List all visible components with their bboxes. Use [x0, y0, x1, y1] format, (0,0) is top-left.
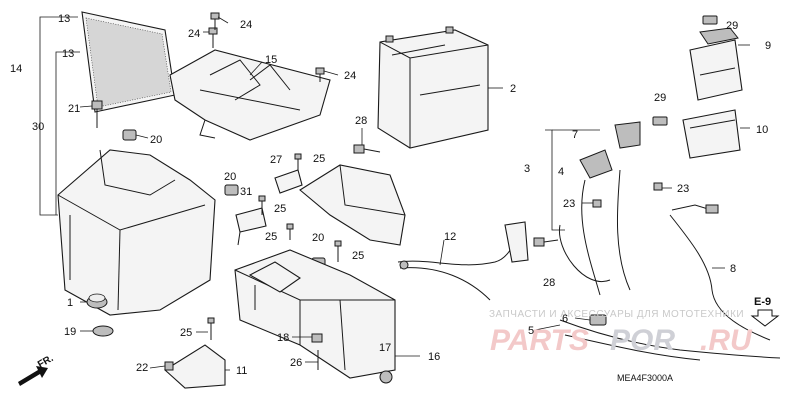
callout-2: 2 [510, 83, 516, 95]
part-16-holder [234, 249, 396, 379]
bolt-24-a [208, 27, 218, 48]
callout-25-d: 25 [352, 250, 364, 262]
callout-28-a: 28 [355, 115, 367, 127]
callout-24-a: 24 [188, 28, 200, 40]
callout-labels: 13 13 14 30 24 24 24 15 21 20 2 28 25 27… [10, 13, 771, 377]
part-15-battery-tray [169, 49, 331, 141]
part-4-cable [579, 149, 613, 296]
watermark-brand-a: PARTS [490, 324, 589, 357]
part-19-collar [92, 325, 114, 337]
callout-25-c: 25 [265, 231, 277, 243]
diagram-code: MEA4F3000A [617, 373, 673, 383]
callout-7: 7 [572, 129, 578, 141]
watermark-brand-b: POR [610, 324, 675, 357]
bolt-22 [164, 361, 174, 371]
direction-label: FR. [36, 353, 56, 371]
callout-25-a: 25 [313, 153, 325, 165]
callout-15: 15 [265, 54, 277, 66]
grommet-20-a [122, 129, 137, 141]
callout-31: 31 [240, 186, 252, 198]
callout-24-b: 24 [240, 19, 252, 31]
callout-9: 9 [765, 40, 771, 52]
callout-4: 4 [558, 166, 564, 178]
callout-23-b: 23 [677, 183, 689, 195]
watermark-brand-c: .RU [700, 324, 753, 357]
bolt-25-d [334, 240, 342, 262]
watermark-tagline: ЗАПЧАСТИ И АКСЕССУАРЫ ДЛЯ МОТОТЕХНИКИ [489, 309, 744, 320]
part-9-relay [689, 27, 743, 101]
part-13-filter-panel [81, 11, 176, 113]
callout-3: 3 [524, 163, 530, 175]
bolt-23-a [653, 182, 663, 191]
part-17-nut [379, 370, 393, 384]
callout-26: 26 [290, 357, 302, 369]
bolt-25-e [207, 317, 215, 340]
part-10-cover [682, 109, 741, 159]
callout-18: 18 [277, 332, 289, 344]
part-7-cable [614, 121, 641, 291]
part-3-cable-group [545, 129, 611, 283]
part-8-cable [669, 204, 771, 341]
reference-label: E-9 [754, 296, 771, 308]
callout-11: 11 [236, 365, 247, 377]
bolt-24-b [210, 12, 220, 30]
callout-28-b: 28 [543, 277, 555, 289]
callout-13-b: 13 [62, 48, 74, 60]
grommet-20-b [224, 184, 239, 196]
callout-16: 16 [428, 351, 440, 363]
callout-20-a: 20 [150, 134, 162, 146]
callout-27: 27 [270, 154, 282, 166]
bolt-28-b [533, 237, 559, 247]
part-1-rubber [86, 293, 108, 309]
direction-arrow-icon [18, 366, 48, 386]
part-11-bracket [164, 344, 226, 389]
part-12-cable [397, 221, 529, 301]
part-29-fuse-a [702, 15, 718, 25]
part-30-battery-box [57, 149, 216, 316]
reference-arrow-icon [750, 309, 780, 327]
leader-lines [79, 16, 750, 371]
callout-8: 8 [730, 263, 736, 275]
bolt-25-c [286, 223, 294, 240]
callout-19: 19 [64, 326, 76, 338]
callout-20-b: 20 [224, 171, 236, 183]
callout-24-c: 24 [344, 70, 356, 82]
callout-5: 5 [528, 325, 534, 337]
part-stay-bracket [299, 164, 406, 246]
bolt-21 [91, 100, 103, 128]
callout-23-a: 23 [563, 198, 575, 210]
part-27-clip [274, 169, 303, 194]
callout-20-c: 20 [312, 232, 324, 244]
callout-22: 22 [136, 362, 148, 374]
callout-25-b: 25 [274, 203, 286, 215]
callout-10: 10 [756, 124, 768, 136]
callout-21: 21 [68, 103, 80, 115]
part-18-collar [311, 333, 323, 343]
group-bracket [39, 16, 80, 216]
callout-17: 17 [379, 342, 391, 354]
callout-13-a: 13 [58, 13, 70, 25]
callout-29-b: 29 [654, 92, 666, 104]
bolt-25-b [258, 195, 266, 215]
part-31-clamp [235, 207, 267, 246]
callout-6: 6 [562, 313, 568, 325]
part-5-cable [559, 319, 781, 361]
part-29-fuse-b [652, 116, 668, 126]
callout-29-a: 29 [726, 20, 738, 32]
callout-25-e: 25 [180, 327, 192, 339]
callout-12: 12 [444, 231, 456, 243]
callout-1: 1 [67, 297, 73, 309]
bolt-23-b [592, 199, 602, 208]
callout-30: 30 [32, 121, 44, 133]
bolt-28-a [353, 144, 381, 154]
bolt-25-a [294, 153, 302, 170]
callout-14: 14 [10, 63, 22, 75]
part-2-battery [377, 26, 489, 149]
